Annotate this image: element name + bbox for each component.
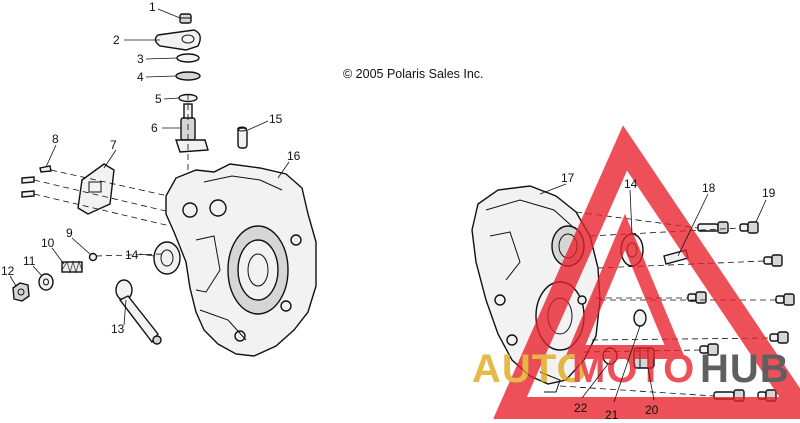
leader-lines	[9, 8, 767, 403]
part-16-crankcase-cover	[165, 163, 317, 357]
callout-2: 2	[113, 33, 120, 47]
part-3-washer	[176, 53, 200, 63]
part-8-screws	[21, 165, 52, 198]
part-2-lever	[154, 29, 201, 51]
callout-9: 9	[66, 226, 73, 240]
callout-1: 1	[149, 0, 156, 14]
callout-13: 13	[111, 322, 125, 336]
watermark-text-moto: MOTO	[572, 347, 695, 391]
callout-16: 16	[287, 149, 301, 163]
callout-6: 6	[151, 121, 158, 135]
part-9-ball	[88, 252, 98, 262]
callout-18: 18	[702, 181, 716, 195]
part-10-spring	[61, 260, 83, 274]
callout-17: 17	[561, 171, 575, 185]
callout-19: 19	[762, 186, 776, 200]
part-7-bracket	[77, 163, 115, 215]
callout-20: 20	[645, 403, 659, 417]
callout-15: 15	[269, 112, 283, 126]
part-19-bolts	[687, 221, 795, 402]
callout-21: 21	[605, 408, 619, 422]
watermark-text-hub: HUB	[700, 347, 790, 391]
callout-labels: 1 2 3 4 5 6 7 8 9 10 11 12 13 14 15 16 1…	[1, 0, 776, 422]
watermark-logo: AUTO MOTO HUB	[472, 125, 800, 419]
left-crankcase-cover-group	[12, 13, 317, 357]
part-4-o-ring	[175, 71, 201, 81]
part-21-washer	[633, 309, 647, 327]
part-14-seal-left	[153, 241, 181, 275]
callout-14-right: 14	[624, 177, 638, 191]
part-1-bolt	[179, 13, 192, 24]
callout-7: 7	[110, 138, 117, 152]
part-13-detent-arm	[115, 279, 162, 345]
part-12-nut	[12, 282, 30, 302]
copyright-notice: © 2005 Polaris Sales Inc.	[343, 67, 484, 81]
callout-22: 22	[574, 401, 588, 415]
callout-10: 10	[41, 236, 55, 250]
callout-14-left: 14	[125, 248, 139, 262]
part-15-dowel-pin	[237, 126, 248, 149]
watermark-text-auto: AUTO	[472, 347, 589, 391]
callout-12: 12	[1, 264, 15, 278]
callout-5: 5	[155, 92, 162, 106]
callout-3: 3	[137, 52, 144, 66]
callout-11: 11	[23, 254, 36, 268]
part-11-washer	[38, 273, 54, 291]
callout-4: 4	[137, 70, 144, 84]
callout-8: 8	[52, 132, 59, 146]
